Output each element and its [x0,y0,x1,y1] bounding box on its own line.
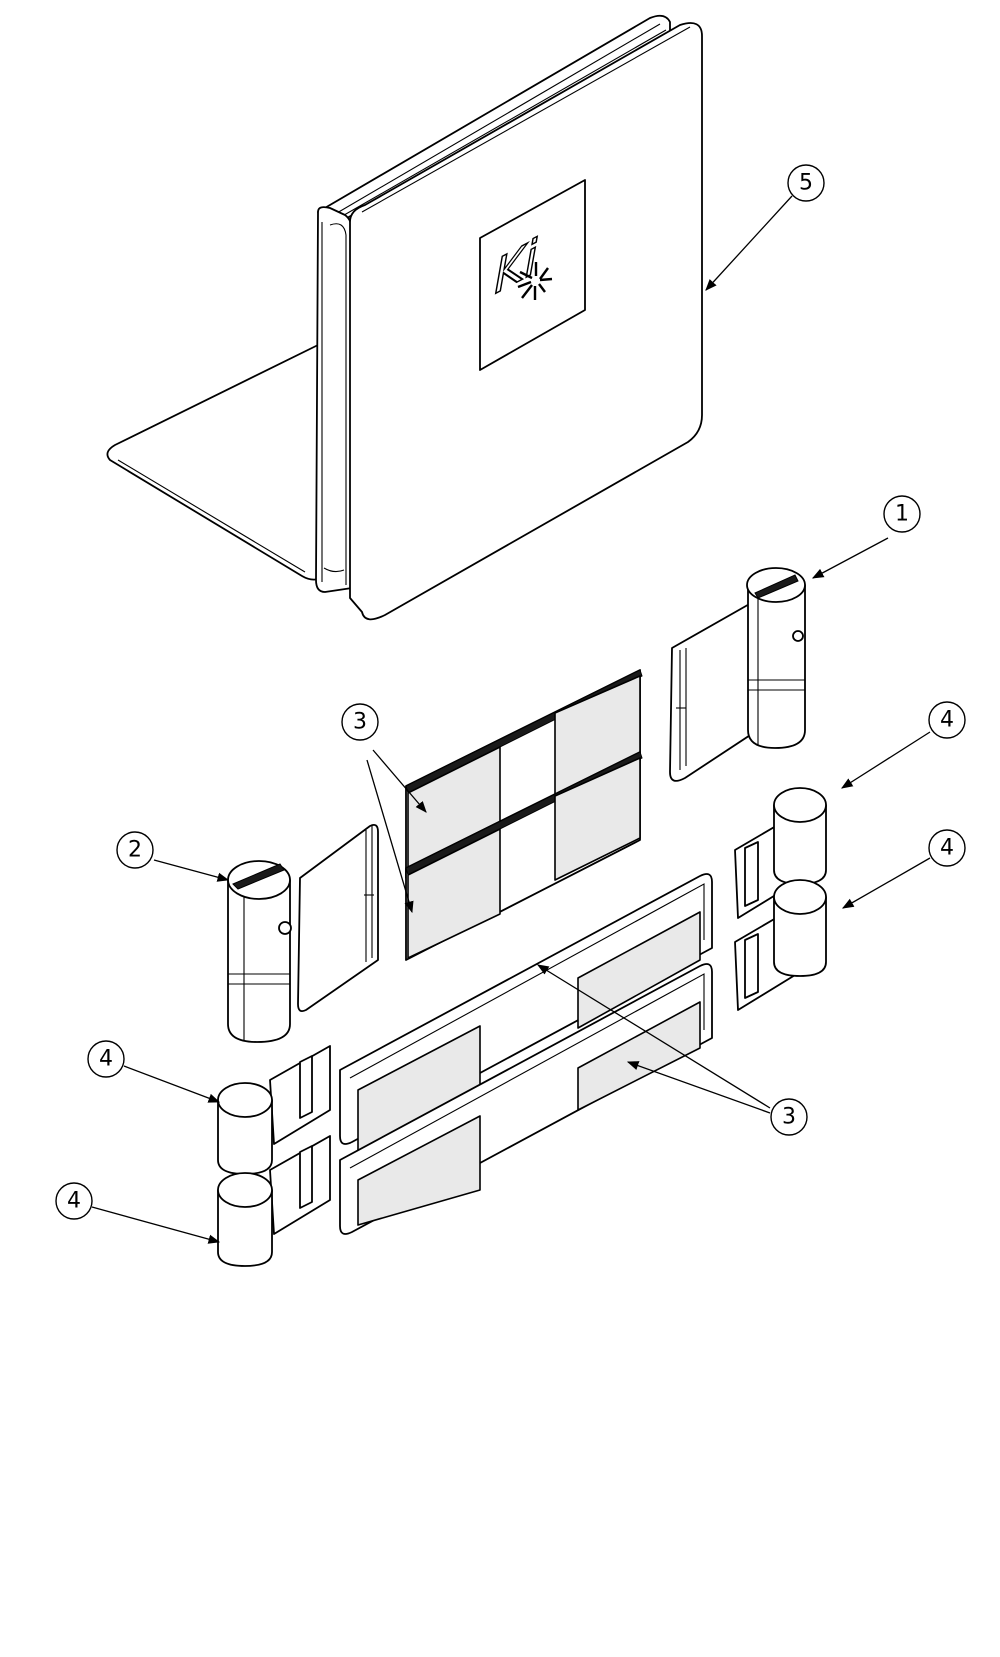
left-hinge-connector [227,823,379,1043]
balloon-b4c: 4 [87,1040,125,1078]
leader-lines [91,195,931,1244]
logo-burst-icon [517,262,553,300]
privacy-panel: Ki [106,14,703,621]
leader-line [537,964,771,1109]
balloon-b4d: 4 [55,1182,93,1220]
leader-line [841,857,931,909]
leader-line [372,749,427,813]
panel-edge-post [315,206,353,593]
connector-strip [339,873,713,1166]
panel-base-foot [106,344,351,581]
balloon-b3a: 3 [341,703,379,741]
balloon-label: 4 [940,836,954,861]
balloon-b2: 2 [116,831,154,869]
balloon-label: 1 [895,502,909,527]
leader-line [811,537,889,579]
leader-line [91,1206,221,1244]
leader-line [841,731,931,789]
leader-line [705,195,793,291]
hinge-barrel [747,584,806,749]
balloon-label: 4 [940,708,954,733]
hinge-barrel [227,879,291,1043]
leader-line [366,759,414,914]
leader-line [123,1065,221,1103]
connector-strip [405,751,643,961]
balloon-label: 2 [128,838,142,863]
connector-strip [339,963,713,1235]
balloon-b5: 5 [787,164,825,202]
leader-line [153,859,230,882]
balloon-b3b: 3 [770,1098,808,1136]
balloon-label: 3 [353,710,367,735]
balloon-label: 5 [799,171,813,196]
end-clip [734,787,827,919]
balloon-b4b: 4 [928,829,966,867]
ki-logo: Ki [479,179,586,371]
right-hinge-connector [669,567,806,782]
balloon-b1: 1 [883,495,921,533]
end-clip [734,879,827,1011]
balloon-b4a: 4 [928,701,966,739]
balloon-label: 4 [99,1047,113,1072]
balloon-label: 4 [67,1189,81,1214]
balloon-label: 3 [782,1105,796,1130]
end-clip [217,1135,331,1267]
end-clip [217,1045,331,1175]
leader-line [626,1061,771,1114]
